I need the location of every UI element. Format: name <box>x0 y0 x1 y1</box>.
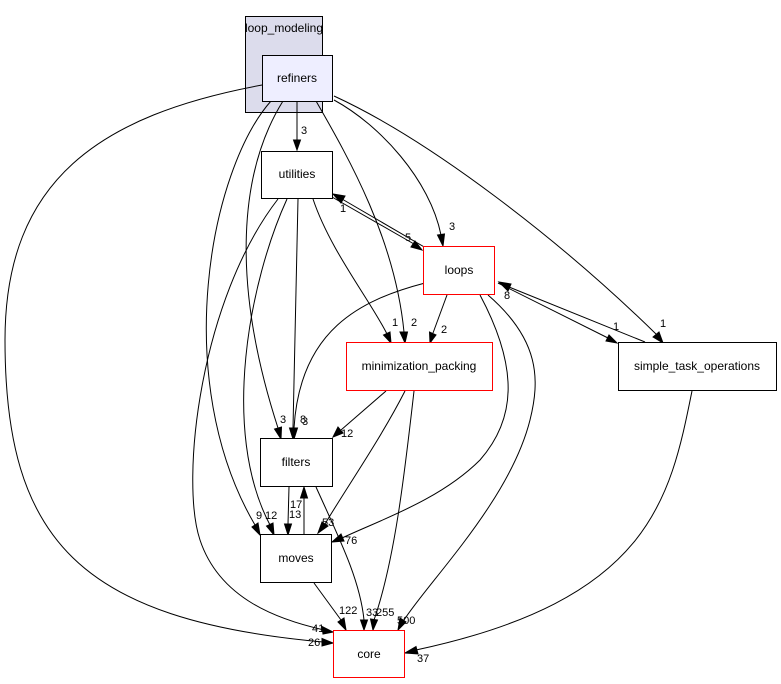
edge-refiners-utilities[interactable]: 3 <box>292 101 308 152</box>
edge-moves-filters[interactable]: 17 <box>290 485 309 535</box>
edge-refiners-minimization-packing[interactable]: 2 <box>315 100 417 345</box>
edge-minimization-packing-core[interactable]: 255 <box>369 390 415 632</box>
edge-utilities-moves[interactable]: 12 <box>243 198 288 537</box>
node-moves[interactable]: moves <box>260 534 332 583</box>
edge-label: 12 <box>265 510 277 522</box>
edge-label: 2 <box>441 324 447 336</box>
edge-label: 1 <box>613 321 619 333</box>
edge-loops-utilities[interactable]: 1 <box>331 193 427 249</box>
edges: 3 3 1 2 3 9 <box>4 84 693 665</box>
edge-label: 1 <box>340 203 346 215</box>
edge-loops-filters[interactable]: 3 <box>289 282 426 441</box>
node-minimization-packing[interactable]: minimization_packing <box>346 342 493 391</box>
node-label: core <box>357 647 381 661</box>
edge-utilities-minimization-packing[interactable]: 1 <box>312 198 398 345</box>
edge-refiners-filters[interactable]: 3 <box>245 100 286 441</box>
edge-label: 255 <box>376 607 394 619</box>
edge-refiners-core[interactable]: 26 <box>4 84 335 649</box>
edge-filters-core[interactable]: 33 <box>315 486 378 632</box>
node-label: filters <box>282 455 311 469</box>
edge-label: 8 <box>300 414 306 426</box>
edge-label: 2 <box>411 317 417 329</box>
edge-label: 1 <box>392 317 398 329</box>
node-loops[interactable]: loops <box>423 246 495 295</box>
node-label: refiners <box>277 71 317 85</box>
edge-label: 3 <box>301 125 307 137</box>
edge-simple-task-operations-core[interactable]: 37 <box>403 390 693 665</box>
node-filters[interactable]: filters <box>260 438 333 487</box>
edge-label: 8 <box>504 290 510 302</box>
edge-label: 13 <box>289 509 301 521</box>
edge-simple-task-operations-loops[interactable]: 8 <box>497 281 646 343</box>
edge-label: 26 <box>308 637 320 649</box>
node-label: loops <box>445 263 474 277</box>
node-box <box>333 630 405 678</box>
edge-utilities-core[interactable]: 41 <box>192 198 335 635</box>
node-box <box>261 151 333 199</box>
edge-label: 17 <box>290 499 302 511</box>
edge-label: 3 <box>280 414 286 426</box>
edge-filters-moves[interactable]: 13 <box>283 486 302 537</box>
cluster-label: loop_modeling <box>245 21 323 35</box>
node-label: minimization_packing <box>362 359 477 373</box>
node-box <box>262 55 333 102</box>
edge-utilities-filters[interactable]: 8 <box>288 198 307 441</box>
node-label: utilities <box>279 167 316 181</box>
node-utilities[interactable]: utilities <box>261 151 333 199</box>
edge-label: 41 <box>312 623 324 635</box>
edge-label: 1 <box>660 318 666 330</box>
node-label: moves <box>278 551 313 565</box>
edge-label: 500 <box>397 615 415 627</box>
edge-label: 3 <box>302 416 308 428</box>
edge-label: 37 <box>417 653 429 665</box>
node-refiners[interactable]: refiners <box>262 55 333 102</box>
edge-label: 3 <box>449 221 455 233</box>
edge-label: 122 <box>339 605 357 617</box>
node-box <box>260 534 332 583</box>
edge-moves-core[interactable]: 122 <box>313 582 357 632</box>
node-box <box>618 342 777 391</box>
edge-label: 12 <box>341 428 353 440</box>
node-label: simple_task_operations <box>634 359 760 373</box>
node-box <box>260 438 333 487</box>
edge-loops-minimization-packing[interactable]: 2 <box>428 294 448 345</box>
node-simple-task-operations[interactable]: simple_task_operations <box>618 342 777 391</box>
edge-refiners-simple-task-operations[interactable]: 1 <box>333 95 666 345</box>
node-box <box>346 342 493 391</box>
edge-refiners-loops[interactable]: 3 <box>333 99 455 248</box>
edge-loops-simple-task-operations[interactable]: 1 <box>497 282 619 344</box>
edge-label: 76 <box>345 535 357 547</box>
edge-label: 9 <box>256 510 262 522</box>
edge-minimization-packing-filters[interactable]: 12 <box>331 390 387 440</box>
edge-loops-core[interactable]: 500 <box>397 294 536 632</box>
node-box <box>423 246 495 295</box>
edge-label: 33 <box>366 607 378 619</box>
edge-loops-moves[interactable]: 76 <box>330 294 509 547</box>
edge-refiners-moves[interactable]: 9 <box>205 100 272 537</box>
node-core[interactable]: core <box>333 630 405 678</box>
